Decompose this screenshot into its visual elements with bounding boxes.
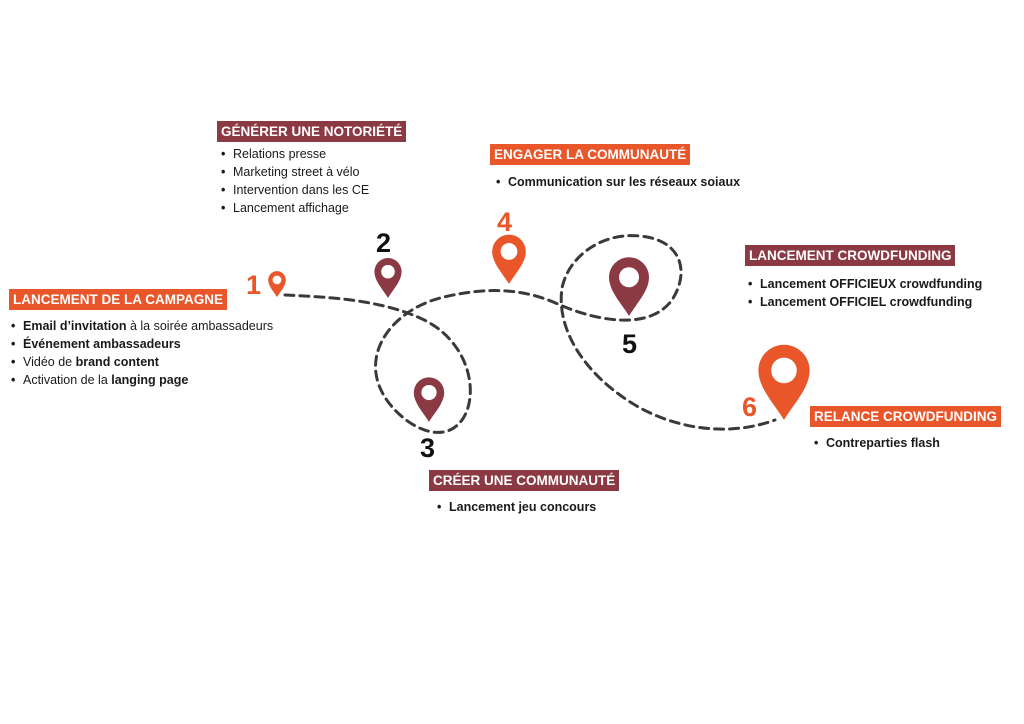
- step-5-list: Lancement OFFICIEUX crowdfundingLancemen…: [746, 275, 982, 311]
- step-1-item: Email d’invitation à la soirée ambassade…: [9, 317, 273, 335]
- step-4-number: 4: [497, 207, 513, 237]
- step-1-map-pin-icon: [268, 271, 286, 297]
- step-4-item: Communication sur les réseaux soiaux: [494, 173, 740, 191]
- step-1-title: LANCEMENT DE LA CAMPAGNE: [9, 289, 227, 310]
- step-6-list: Contreparties flash: [812, 434, 940, 452]
- dashed-journey-path: [283, 234, 777, 434]
- step-3-title: CRÉER UNE COMMUNAUTÉ: [429, 470, 620, 491]
- step-6-item: Contreparties flash: [812, 434, 940, 452]
- step-5-item: Lancement OFFICIEL crowdfunding: [746, 293, 982, 311]
- step-1-number: 1: [246, 270, 262, 300]
- step-2-title: GÉNÉRER UNE NOTORIÉTÉ: [217, 121, 407, 142]
- step-5-map-pin-icon: [609, 257, 649, 316]
- step-3-number: 3: [420, 433, 436, 463]
- step-2-item: Lancement affichage: [219, 199, 369, 217]
- step-3-item: Lancement jeu concours: [435, 498, 596, 516]
- step-2-number: 2: [376, 228, 392, 258]
- step-1-list: Email d’invitation à la soirée ambassade…: [9, 317, 273, 389]
- step-1-item: Vidéo de brand content: [9, 353, 273, 371]
- step-2-item: Relations presse: [219, 145, 369, 163]
- step-4-map-pin-icon: [492, 234, 526, 284]
- step-5-item: Lancement OFFICIEUX crowdfunding: [746, 275, 982, 293]
- step-3-map-pin-icon: [413, 377, 445, 422]
- step-6-title: RELANCE CROWDFUNDING: [810, 406, 1001, 427]
- step-6-map-pin-icon: [758, 344, 810, 420]
- step-2-list: Relations presseMarketing street à véloI…: [219, 145, 369, 217]
- step-2-map-pin-icon: [374, 258, 402, 298]
- step-2-item: Intervention dans les CE: [219, 181, 369, 199]
- step-4-title: ENGAGER LA COMMUNAUTÉ: [490, 144, 691, 165]
- step-3-list: Lancement jeu concours: [435, 498, 596, 516]
- step-5-number: 5: [622, 329, 638, 359]
- step-1-item: Événement ambassadeurs: [9, 335, 273, 353]
- step-6-number: 6: [742, 392, 758, 422]
- step-4-list: Communication sur les réseaux soiaux: [494, 173, 740, 191]
- step-1-item: Activation de la langing page: [9, 371, 273, 389]
- step-2-item: Marketing street à vélo: [219, 163, 369, 181]
- step-5-title: LANCEMENT CROWDFUNDING: [745, 245, 956, 266]
